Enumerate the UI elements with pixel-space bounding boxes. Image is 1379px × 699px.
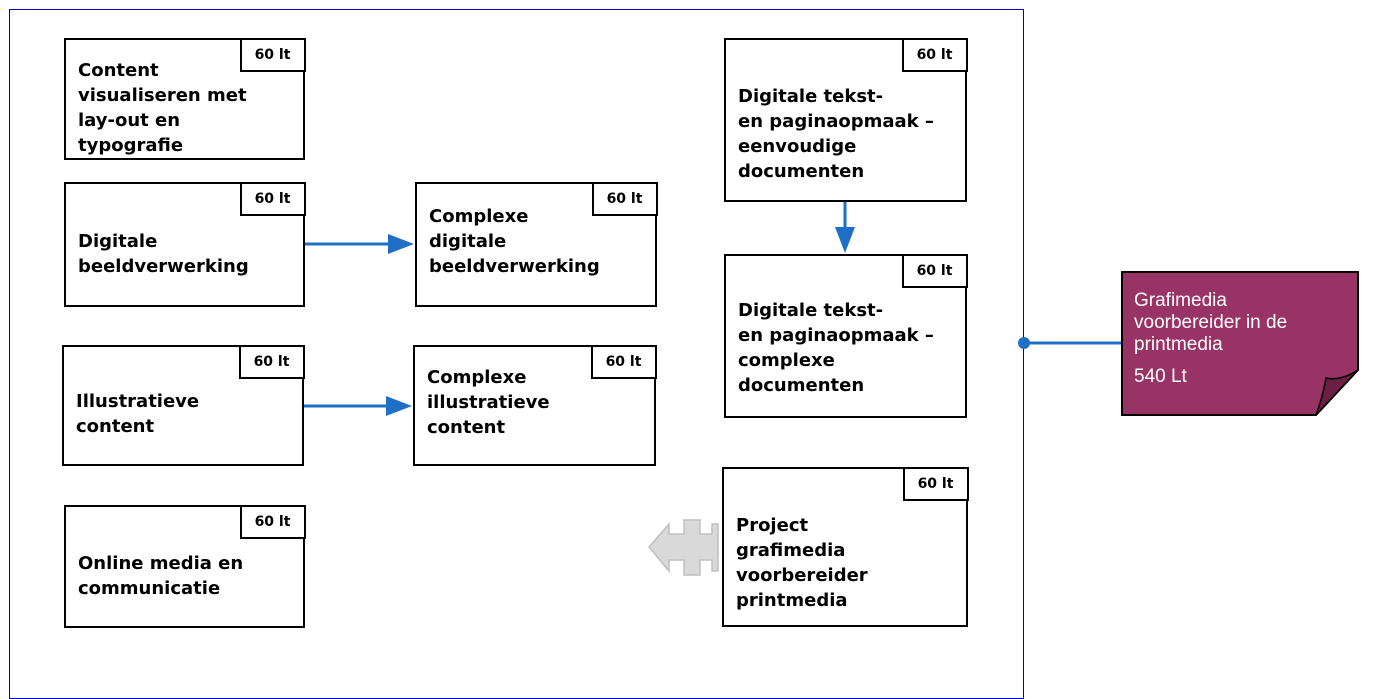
connectors [304,202,1122,576]
credit-badge: 60 lt [591,181,658,216]
module-online-media: 60 lt Online media en communicatie [64,504,306,628]
module-title: Content visualiseren met lay-out en typo… [78,60,247,156]
module-tekst-eenvoudig: 60 lt Digitale tekst- en paginaopmaak – … [724,37,968,202]
module-complexe-digitale-beeldverwerking: 60 lt Complexe digitale beeldverwerking [415,181,658,307]
module-title: Digitale tekst- en paginaopmaak – comple… [738,300,934,396]
credit-badge: 60 lt [902,466,969,501]
module-content-visualiseren: 60 lt Content visualiseren met lay-out e… [64,37,306,160]
arrowhead-tekst [835,227,855,253]
module-title: Digitale beeldverwerking [78,231,249,277]
module-title: Online media en communicatie [78,553,244,599]
module-title: Project grafimedia voorbereider printmed… [736,515,868,611]
module-project: 60 lt Project grafimedia voorbereider pr… [722,466,969,627]
credit-badge: 60 lt [239,181,306,216]
module-title: Complexe illustratieve content [427,367,550,438]
arrowhead-beeldverwerking [388,234,414,254]
module-illustratieve-content: 60 lt Illustratieve content [62,344,305,466]
connector-dot [1018,337,1030,349]
qualification-note [1121,271,1359,416]
credit-badge: 60 lt [901,253,968,288]
qualification-title: Grafimedia voorbereider in de printmedia [1134,290,1288,355]
module-digitale-beeldverwerking: 60 lt Digitale beeldverwerking [64,181,306,307]
credit-badge: 60 lt [238,344,305,379]
credit-badge: 60 lt [239,504,306,539]
module-title: Complexe digitale beeldverwerking [429,206,600,277]
credit-badge: 60 lt [239,37,306,72]
qualification-label: Grafimedia voorbereider in de printmedia… [1134,290,1324,388]
qualification-credits: 540 Lt [1134,366,1187,387]
credit-badge: 60 lt [901,37,968,72]
arrowhead-illustratieve [386,396,412,416]
module-tekst-complex: 60 lt Digitale tekst- en paginaopmaak – … [724,253,968,418]
credit-badge: 60 lt [590,344,657,379]
project-connector-icon [648,519,719,576]
module-complexe-illustratieve-content: 60 lt Complexe illustratieve content [413,344,657,466]
module-title: Digitale tekst- en paginaopmaak – eenvou… [738,86,934,182]
module-title: Illustratieve content [76,391,200,437]
